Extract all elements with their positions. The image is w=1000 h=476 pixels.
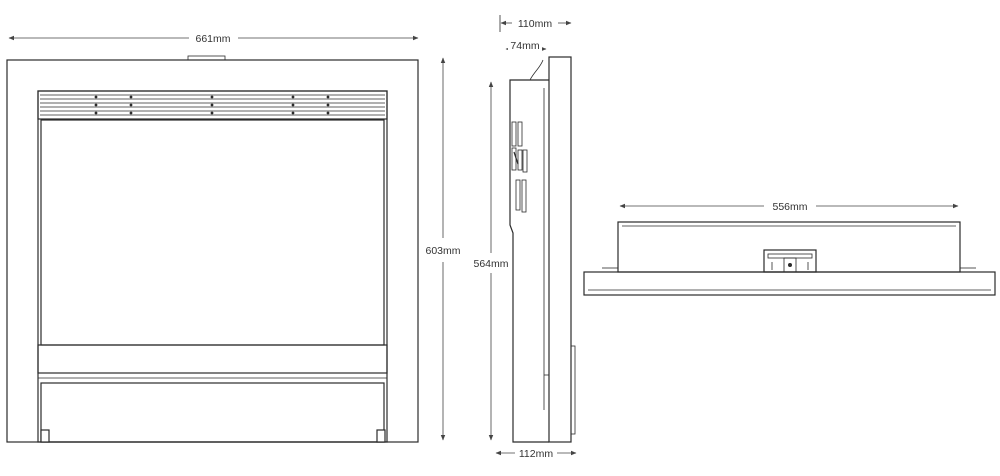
side-view <box>509 56 576 443</box>
front-louvre-vent <box>37 90 388 120</box>
front-lower-trim <box>37 344 388 374</box>
front-base-panel <box>40 382 385 443</box>
front-outer-frame <box>6 59 419 443</box>
top-front-plate <box>583 271 996 296</box>
front-top-tab <box>187 55 226 61</box>
dim-side-height: 564mm <box>473 81 509 441</box>
side-body-outline <box>509 79 549 443</box>
front-left-foot <box>40 429 50 443</box>
front-right-foot <box>376 429 386 443</box>
front-glass-panel <box>40 119 385 346</box>
dim-side-top-depth: 110mm <box>499 15 572 32</box>
front-inner-opening <box>37 90 388 443</box>
top-central-bracket <box>763 249 817 273</box>
side-front-panel <box>548 56 572 443</box>
side-control-apertures <box>511 121 528 213</box>
dim-front-height-label: 603mm <box>425 245 460 257</box>
dim-front-width: 661mm <box>8 33 419 45</box>
dim-side-bottom-depth: 112mm <box>495 448 577 460</box>
side-top-cable <box>529 59 544 81</box>
top-view <box>583 221 996 296</box>
dim-front-height: 603mm <box>425 57 461 441</box>
dim-side-height-label: 564mm <box>473 258 508 270</box>
dim-top-width: 556mm <box>619 201 959 213</box>
dim-side-top-offset-label: 74mm <box>510 40 539 52</box>
dim-side-top-depth-label: 110mm <box>518 18 552 30</box>
side-rear-bracket <box>570 345 576 435</box>
dim-top-width-label: 556mm <box>772 201 807 213</box>
dim-front-width-label: 661mm <box>195 33 230 45</box>
front-view <box>6 55 419 443</box>
dim-side-bottom-depth-label: 112mm <box>519 448 553 460</box>
dim-side-top-offset: 74mm <box>505 40 547 52</box>
